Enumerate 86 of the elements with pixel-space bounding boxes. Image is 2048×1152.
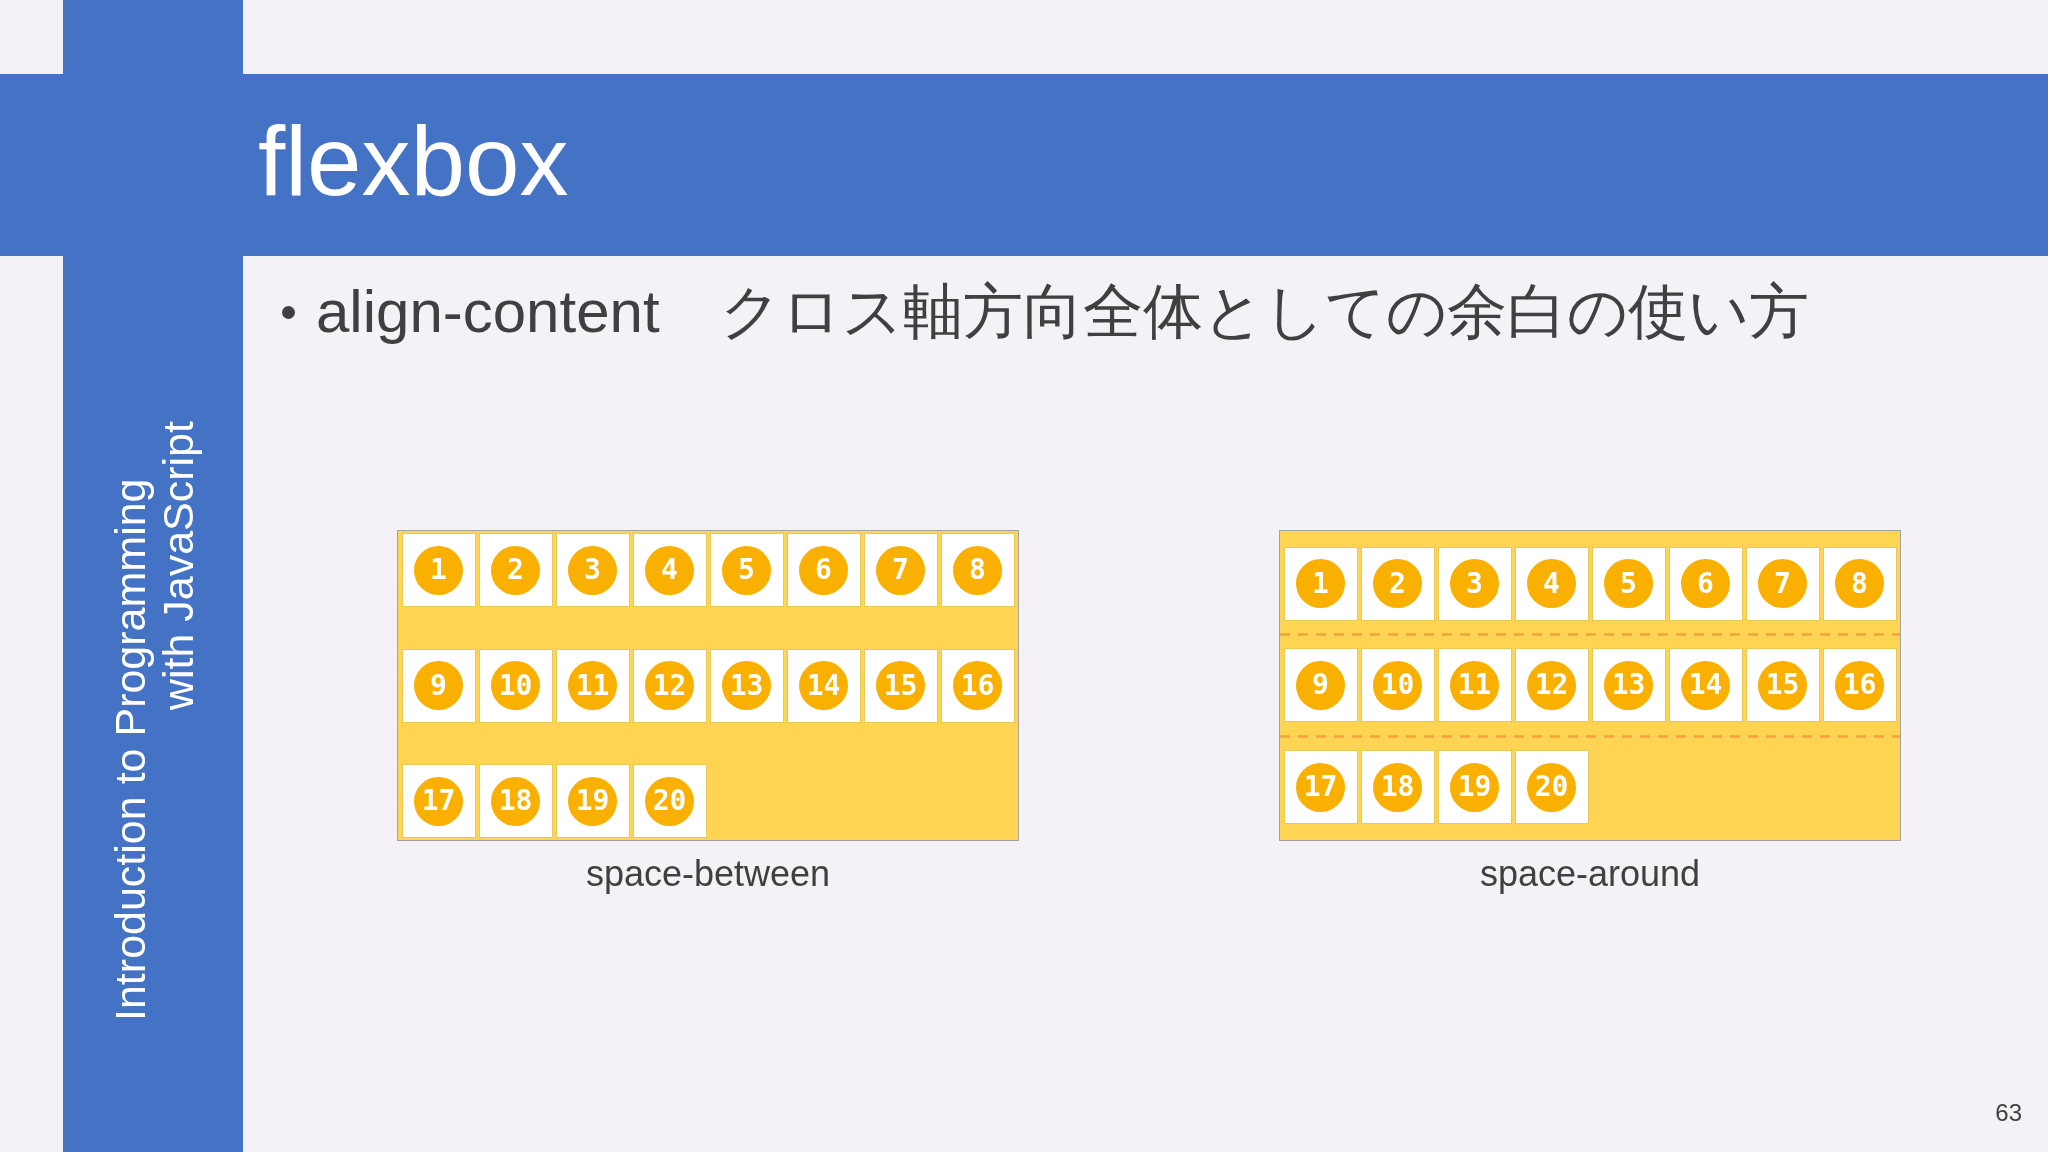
flex-item	[709, 533, 784, 607]
flex-item	[401, 533, 476, 607]
flex-item	[478, 533, 553, 607]
numbered-circle: 13	[1604, 661, 1653, 710]
numbered-circle: 18	[491, 776, 540, 826]
flex-item	[401, 648, 476, 723]
numbered-circle: 12	[1527, 661, 1576, 710]
flex-item	[1283, 648, 1358, 723]
numbered-circle: 7	[876, 545, 925, 595]
numbered-circle: 9	[414, 661, 463, 710]
flex-item	[632, 533, 707, 607]
numbered-circle: 20	[645, 776, 694, 826]
numbered-circle: 10	[1373, 661, 1422, 710]
flex-item	[1822, 648, 1897, 723]
numbered-circle: 9	[1296, 661, 1345, 710]
numbered-circle: 2	[1373, 559, 1422, 609]
bullet-text: align-content クロス軸方向全体としての余白の使い方	[316, 277, 1809, 347]
page-number: 63	[1995, 1099, 2022, 1128]
numbered-circle: 16	[1835, 661, 1884, 710]
numbered-circle: 16	[953, 661, 1002, 710]
numbered-circle: 17	[414, 776, 463, 826]
numbered-circle: 6	[1681, 559, 1730, 609]
numbered-circle: 19	[568, 776, 617, 826]
flex-item	[940, 648, 1015, 723]
numbered-circle: 3	[1450, 559, 1499, 609]
flex-item	[1360, 546, 1435, 621]
flex-item	[1437, 648, 1512, 723]
numbered-circle: 4	[1527, 559, 1576, 609]
flex-item	[1283, 750, 1358, 825]
flex-item	[1283, 546, 1358, 621]
numbered-circle: 8	[953, 545, 1002, 595]
flex-item	[478, 648, 553, 723]
course-title: Introduction to Programming with JavaScript	[106, 421, 203, 1021]
slide-title: flexbox	[258, 108, 569, 216]
flex-item	[1668, 546, 1743, 621]
flex-item	[1437, 546, 1512, 621]
numbered-circle: 1	[414, 545, 463, 595]
flex-item	[863, 648, 938, 723]
flex-item	[401, 764, 476, 838]
numbered-circle: 11	[1450, 661, 1499, 710]
flex-item	[555, 648, 630, 723]
numbered-circle: 14	[1681, 661, 1730, 710]
flex-item	[709, 648, 784, 723]
numbered-circle: 8	[1835, 559, 1884, 609]
numbered-circle: 13	[722, 661, 771, 710]
numbered-circle: 18	[1373, 762, 1422, 812]
numbered-circle: 1	[1296, 559, 1345, 609]
numbered-circle: 19	[1450, 762, 1499, 812]
numbered-circle: 17	[1296, 762, 1345, 812]
flex-item	[478, 764, 553, 838]
numbered-circle: 12	[645, 661, 694, 710]
flex-item	[940, 533, 1015, 607]
flex-item	[1745, 546, 1820, 621]
flex-item	[555, 533, 630, 607]
flex-item	[863, 533, 938, 607]
flex-item	[1745, 648, 1820, 723]
flex-item	[1514, 648, 1589, 723]
diagram-caption: space-between	[584, 852, 832, 896]
flex-item	[555, 764, 630, 838]
diagram-caption: space-around	[1478, 852, 1702, 896]
numbered-circle: 14	[799, 661, 848, 710]
flex-item	[786, 533, 861, 607]
flex-item	[1360, 750, 1435, 825]
numbered-circle: 6	[799, 545, 848, 595]
flex-item	[1822, 546, 1897, 621]
numbered-circle: 11	[568, 661, 617, 710]
flex-item	[1437, 750, 1512, 825]
numbered-circle: 10	[491, 661, 540, 710]
flex-item	[1668, 648, 1743, 723]
flex-item	[632, 648, 707, 723]
flex-item	[1514, 750, 1589, 825]
flex-item	[1514, 546, 1589, 621]
numbered-circle: 5	[1604, 559, 1653, 609]
numbered-circle: 7	[1758, 559, 1807, 609]
flex-item	[786, 648, 861, 723]
numbered-circle: 5	[722, 545, 771, 595]
numbered-circle: 3	[568, 545, 617, 595]
numbered-circle: 20	[1527, 762, 1576, 812]
flex-item	[1591, 546, 1666, 621]
flex-item	[632, 764, 707, 838]
flex-item	[1591, 648, 1666, 723]
numbered-circle: 15	[876, 661, 925, 710]
flex-item	[1360, 648, 1435, 723]
numbered-circle: 15	[1758, 661, 1807, 710]
numbered-circle: 2	[491, 545, 540, 595]
numbered-circle: 4	[645, 545, 694, 595]
